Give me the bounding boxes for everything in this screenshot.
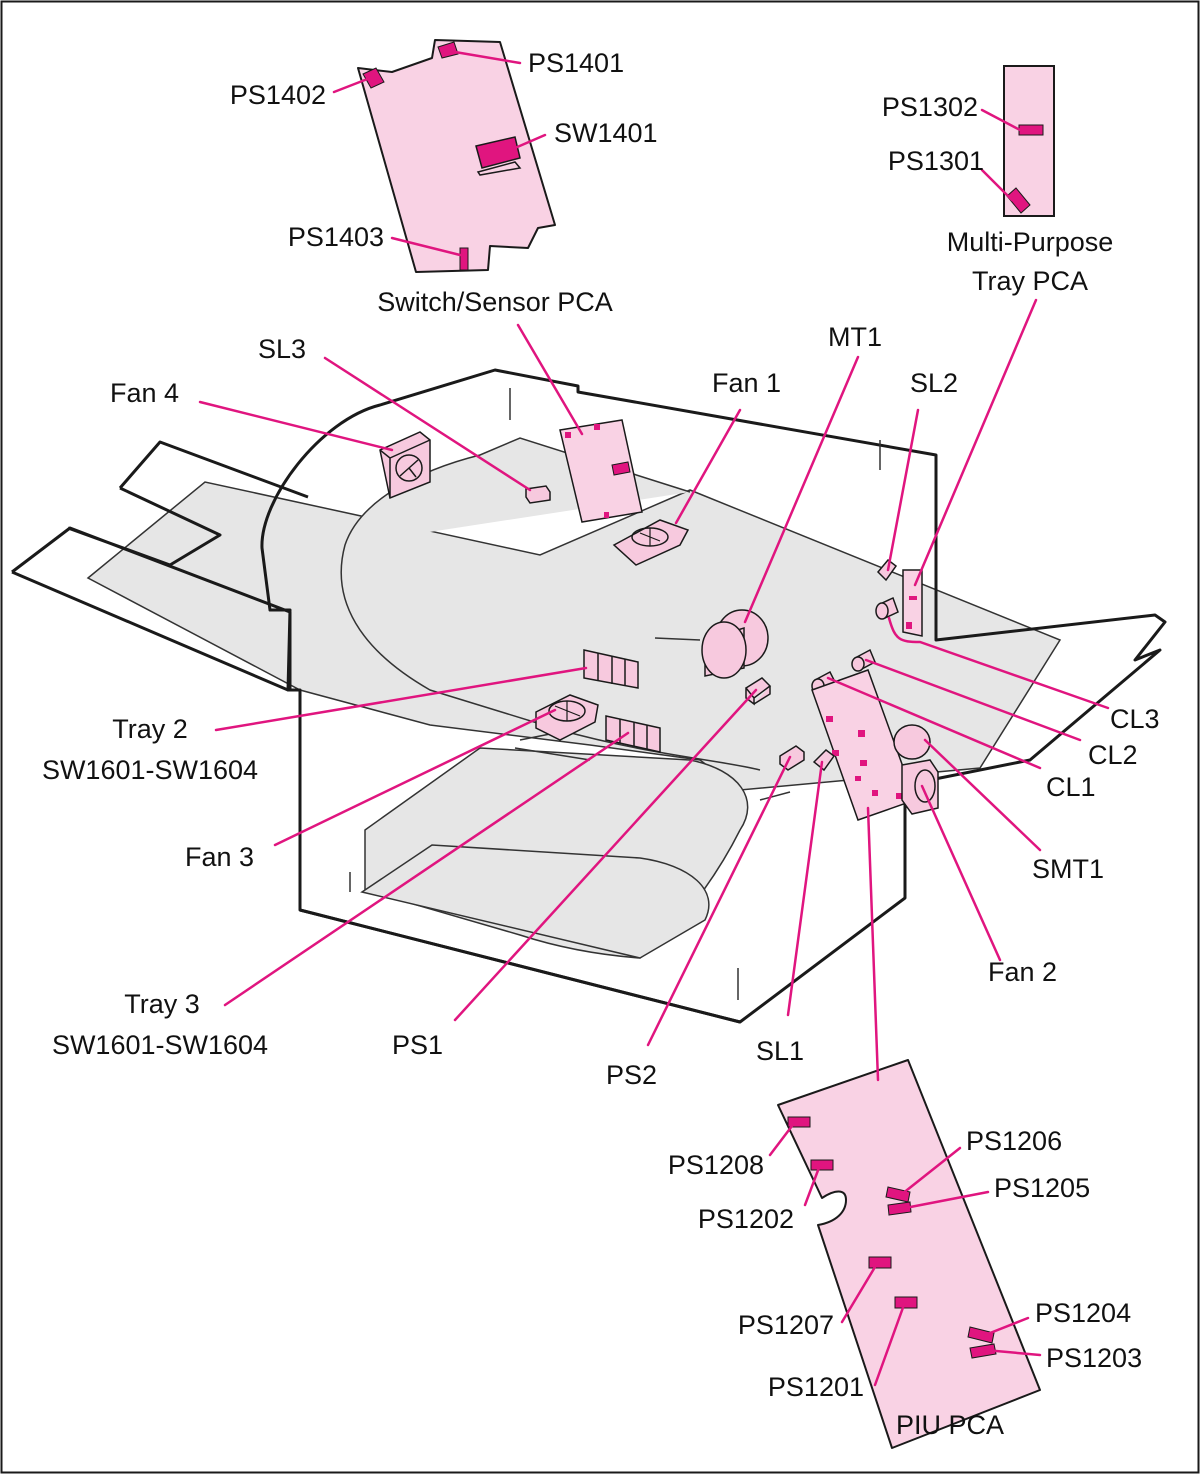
callout-fan4 xyxy=(198,400,394,452)
callout-switch-sensor-pca xyxy=(516,323,584,436)
label-tray3-line1: Tray 3 xyxy=(124,989,200,1019)
cl3-part xyxy=(875,596,899,620)
label-tray2-line1: Tray 2 xyxy=(112,714,188,744)
callout-sl3 xyxy=(323,356,532,492)
callout-ps1401 xyxy=(453,50,522,65)
callout-tray3 xyxy=(223,731,630,1007)
label-ps1401: PS1401 xyxy=(528,48,625,78)
housing-inner-lines xyxy=(349,388,881,1000)
label-cl2: CL2 xyxy=(1088,740,1138,770)
label-cl3: CL3 xyxy=(1110,704,1160,734)
output-bin xyxy=(11,440,309,692)
tray-3-switch-block xyxy=(605,715,661,753)
ps1-part xyxy=(744,677,772,706)
fan-4-part xyxy=(379,431,431,500)
callout-mt1 xyxy=(743,355,860,624)
piu-pca-board xyxy=(777,1059,1041,1449)
callout-ps1205 xyxy=(898,1190,990,1211)
callout-ps1402 xyxy=(332,76,372,94)
callout-ps1206 xyxy=(900,1146,962,1196)
callout-ps1201 xyxy=(873,1300,907,1387)
label-mp-tray-pca-line2: Tray PCA xyxy=(971,266,1088,296)
mp-tray-pca-board xyxy=(1003,65,1055,217)
printer-housing xyxy=(260,368,1167,1024)
callout-ps1202 xyxy=(803,1163,822,1207)
switch-sensor-pca-small xyxy=(559,419,643,523)
label-sw1401: SW1401 xyxy=(554,118,658,148)
callout-sw1401 xyxy=(513,133,547,150)
label-smt1: SMT1 xyxy=(1032,854,1105,884)
label-ps1205: PS1205 xyxy=(994,1173,1091,1203)
callout-sl1 xyxy=(786,760,824,1017)
label-fan4: Fan 4 xyxy=(110,378,180,408)
callout-cl2 xyxy=(864,658,1082,742)
sl3-part xyxy=(525,485,551,504)
smt1-part xyxy=(893,724,931,760)
fan-1-part xyxy=(612,519,690,566)
callout-ps1403 xyxy=(390,236,462,257)
switch-sensor-pca-board xyxy=(357,39,556,273)
callout-ps1203 xyxy=(983,1348,1042,1357)
callout-ps2 xyxy=(646,755,792,1047)
callout-ps1 xyxy=(453,688,758,1022)
callout-ps1204 xyxy=(983,1316,1030,1337)
fan-3-part xyxy=(535,694,599,741)
callout-ps1208 xyxy=(768,1120,797,1157)
callout-fan1 xyxy=(674,408,742,525)
label-cl1: CL1 xyxy=(1046,772,1096,802)
label-fan2: Fan 2 xyxy=(988,957,1058,987)
callout-smt1 xyxy=(923,738,1042,852)
label-sl1: SL1 xyxy=(756,1036,805,1066)
label-ps1403: PS1403 xyxy=(287,222,384,252)
label-tray2-line2: SW1601-SW1604 xyxy=(41,755,259,785)
callout-ps1302 xyxy=(980,108,1022,132)
tray-2-switch-block xyxy=(583,649,639,689)
label-ps1204: PS1204 xyxy=(1035,1298,1132,1328)
callout-tray2 xyxy=(214,666,588,732)
callout-lines xyxy=(198,50,1110,1387)
label-tray3-line2: SW1601-SW1604 xyxy=(51,1030,269,1060)
label-fan3: Fan 3 xyxy=(185,842,255,872)
label-ps1201: PS1201 xyxy=(767,1372,864,1402)
label-ps1302: PS1302 xyxy=(881,92,978,122)
callout-cl1 xyxy=(826,676,1042,770)
callout-fan3 xyxy=(273,708,557,847)
label-ps1202: PS1202 xyxy=(697,1204,794,1234)
mp-tray-pca-small xyxy=(902,569,923,637)
callout-sl2 xyxy=(886,408,920,572)
fan-2-part xyxy=(901,759,939,815)
label-ps1203: PS1203 xyxy=(1046,1343,1143,1373)
label-ps1206: PS1206 xyxy=(966,1126,1063,1156)
label-ps1301: PS1301 xyxy=(887,146,984,176)
label-mp-tray-pca-line1: Multi-Purpose xyxy=(946,227,1114,257)
label-switch-sensor-pca: Switch/Sensor PCA xyxy=(377,287,613,317)
label-ps1: PS1 xyxy=(392,1030,444,1060)
tray-3-media xyxy=(360,844,710,959)
callout-ps1301 xyxy=(980,168,1014,202)
callout-mp-tray-pca xyxy=(913,298,1038,587)
callout-cl3 xyxy=(887,616,1110,710)
callout-ps1207 xyxy=(840,1260,880,1324)
label-sl2: SL2 xyxy=(910,368,959,398)
label-ps1402: PS1402 xyxy=(229,80,326,110)
label-sl3: SL3 xyxy=(258,334,307,364)
callout-piu-pca xyxy=(866,806,880,1082)
label-fan1: Fan 1 xyxy=(712,368,782,398)
label-mt1: MT1 xyxy=(828,322,882,352)
label-ps1207: PS1207 xyxy=(737,1310,834,1340)
label-piu-pca: PIU PCA xyxy=(895,1410,1005,1440)
label-ps1208: PS1208 xyxy=(667,1150,764,1180)
label-ps2: PS2 xyxy=(606,1060,658,1090)
callout-fan2 xyxy=(920,784,1002,962)
mt1-part xyxy=(701,609,769,679)
